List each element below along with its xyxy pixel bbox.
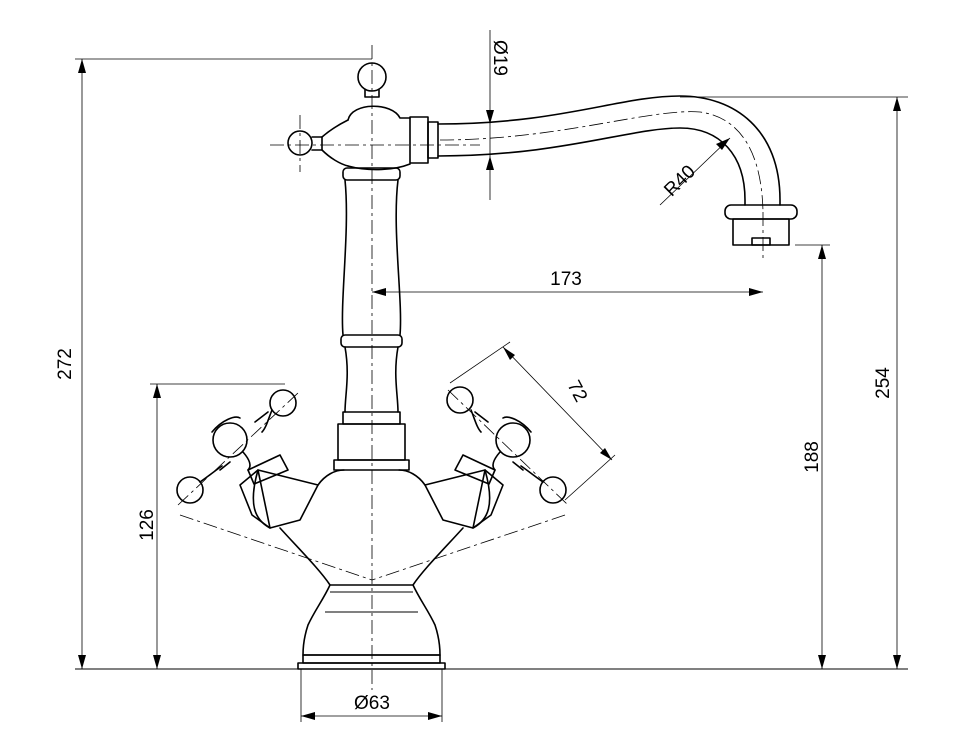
dimension-label-handle-height: 126 bbox=[137, 509, 158, 541]
dimension-label-bend-radius: R40 bbox=[660, 161, 699, 200]
dimension-base-diameter: Ø63 bbox=[300, 669, 443, 722]
dimension-label-spout-height: 254 bbox=[873, 367, 894, 399]
dimension-outlet-height: 188 bbox=[795, 244, 830, 669]
dimension-handle-height: 126 bbox=[137, 383, 285, 669]
dimension-label-total-height: 272 bbox=[55, 348, 76, 380]
dimension-label-spout-reach: 173 bbox=[550, 269, 582, 290]
right-cross-handle bbox=[446, 386, 567, 504]
dimension-spout-diameter: Ø19 bbox=[486, 30, 510, 200]
dimension-label-base-diameter: Ø63 bbox=[354, 693, 390, 714]
center-lines bbox=[177, 45, 764, 690]
dimension-bend-radius: R40 bbox=[659, 137, 731, 206]
dimension-label-handle-span: 72 bbox=[563, 377, 591, 406]
faucet-outline bbox=[239, 62, 798, 670]
dimension-label-spout-diameter: Ø19 bbox=[489, 40, 510, 76]
dimension-spout-height: 254 bbox=[680, 96, 908, 669]
dimension-label-outlet-height: 188 bbox=[802, 441, 823, 473]
left-cross-handle bbox=[176, 389, 297, 504]
dimension-total-height: 272 bbox=[55, 58, 372, 669]
dimension-spout-reach: 173 bbox=[372, 269, 763, 296]
